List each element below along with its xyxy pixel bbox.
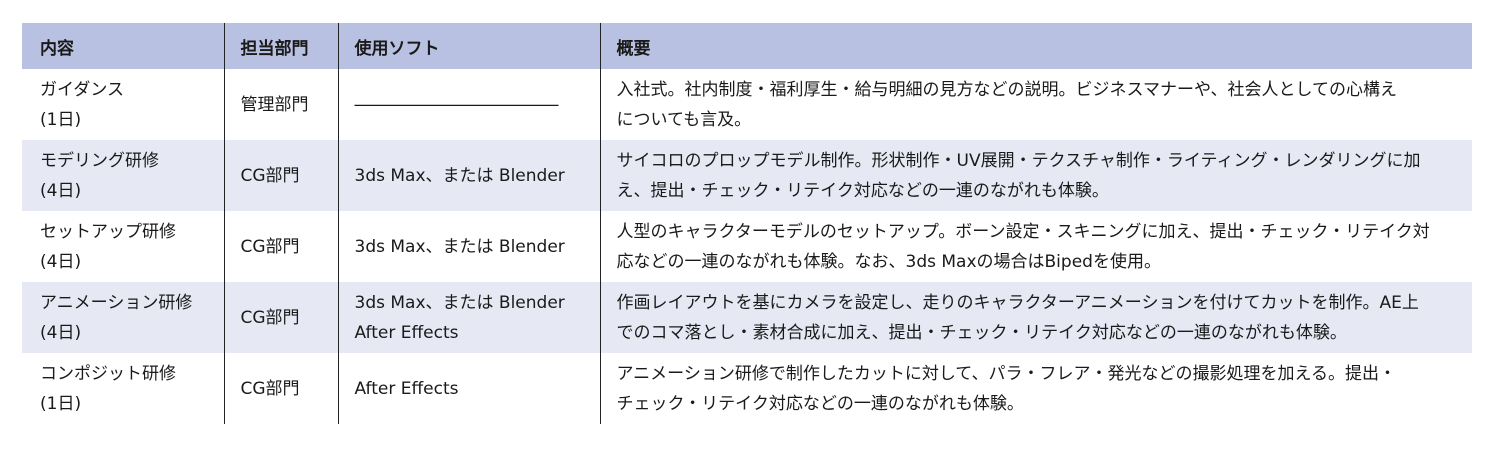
cell-summary: 入社式。社内制度・福利厚生・給与明細の見方などの説明。ビジネスマナーや、社会人と… xyxy=(599,69,1472,140)
summary-text: でのコマ落とし・素材合成に加え、提出・チェック・リテイク対応などの一連のながれも… xyxy=(616,322,1347,343)
cell-dept: CG部門 xyxy=(223,211,338,282)
summary-text: アニメーション研修で制作したカットに対して、パラ・フレア・発光などの撮影処理を加… xyxy=(616,363,1396,384)
summary-text: 人型のキャラクターモデルのセットアップ。ボーン設定・スキニングに加え、提出・チェ… xyxy=(616,221,1430,242)
table-header-row: 内容 担当部門 使用ソフト 概要 xyxy=(22,23,1472,69)
cell-software: 3ds Max、または Blender xyxy=(337,140,600,211)
content-text: (4日) xyxy=(40,322,82,343)
cell-dept: 管理部門 xyxy=(223,69,338,140)
summary-text: サイコロのプロップモデル制作。形状制作・UV展開・テクスチャ制作・ライティング・… xyxy=(616,150,1421,171)
content-text: コンポジット研修 xyxy=(40,363,176,384)
content-text: モデリング研修 xyxy=(40,150,159,171)
dept-text: 管理部門 xyxy=(240,94,309,115)
table-row: セットアップ研修 (4日) CG部門 3ds Max、または Blender 人型のキャ… xyxy=(22,211,1472,282)
cell-software: After Effects xyxy=(337,353,600,424)
summary-text: え、提出・チェック・リテイク対応などの一連のながれも体験。 xyxy=(616,180,1109,201)
cell-summary: サイコロのプロップモデル制作。形状制作・UV展開・テクスチャ制作・ライティング・… xyxy=(599,140,1472,211)
cell-content: セットアップ研修 (4日) xyxy=(22,211,224,282)
cell-content: モデリング研修 (4日) xyxy=(22,140,224,211)
software-text: ―――――――――――― xyxy=(354,94,559,115)
table-row: コンポジット研修 (1日) CG部門 After Effects アニメーション研修で制… xyxy=(22,353,1472,424)
cell-summary: 人型のキャラクターモデルのセットアップ。ボーン設定・スキニングに加え、提出・チェ… xyxy=(599,211,1472,282)
training-table: 内容 担当部門 使用ソフト 概要 ガイダンス (1日) 管理部門 ――――――――――… xyxy=(22,23,1472,424)
content-text: アニメーション研修 xyxy=(40,292,193,313)
summary-text: 入社式。社内制度・福利厚生・給与明細の見方などの説明。ビジネスマナーや、社会人と… xyxy=(616,79,1397,100)
software-text: 3ds Max、または Blender xyxy=(354,292,565,313)
content-text: セットアップ研修 xyxy=(40,221,176,242)
header-content: 内容 xyxy=(22,23,224,69)
header-software: 使用ソフト xyxy=(337,23,600,69)
dept-text: CG部門 xyxy=(240,307,300,328)
cell-content: アニメーション研修 (4日) xyxy=(22,282,224,353)
software-text: 3ds Max、または Blender xyxy=(354,236,565,257)
dept-text: CG部門 xyxy=(240,236,300,257)
content-text: (1日) xyxy=(40,109,82,130)
content-text: (4日) xyxy=(40,180,82,201)
dept-text: CG部門 xyxy=(240,378,300,399)
cell-software: ―――――――――――― xyxy=(337,69,600,140)
table-row: モデリング研修 (4日) CG部門 3ds Max、または Blender サイコロのプ… xyxy=(22,140,1472,211)
content-text: ガイダンス xyxy=(40,79,124,100)
table-row: ガイダンス (1日) 管理部門 ―――――――――――― 入社式。社内制度・福利厚生・給… xyxy=(22,69,1472,140)
summary-text: チェック・リテイク対応などの一連のながれも体験。 xyxy=(616,393,1024,414)
cell-dept: CG部門 xyxy=(223,282,338,353)
summary-text: 応などの一連のながれも体験。なお、3ds Maxの場合はBipedを使用。 xyxy=(616,251,1161,272)
software-text: After Effects xyxy=(354,378,459,399)
cell-summary: アニメーション研修で制作したカットに対して、パラ・フレア・発光などの撮影処理を加… xyxy=(599,353,1472,424)
cell-summary: 作画レイアウトを基にカメラを設定し、走りのキャラクターアニメーションを付けてカッ… xyxy=(599,282,1472,353)
summary-text: についても言及。 xyxy=(616,109,752,130)
content-text: (4日) xyxy=(40,251,82,272)
content-text: (1日) xyxy=(40,393,82,414)
dept-text: CG部門 xyxy=(240,165,300,186)
summary-text: 作画レイアウトを基にカメラを設定し、走りのキャラクターアニメーションを付けてカッ… xyxy=(616,292,1419,313)
software-text: 3ds Max、または Blender xyxy=(354,165,565,186)
cell-content: ガイダンス (1日) xyxy=(22,69,224,140)
header-dept: 担当部門 xyxy=(223,23,338,69)
cell-dept: CG部門 xyxy=(223,353,338,424)
cell-dept: CG部門 xyxy=(223,140,338,211)
header-summary: 概要 xyxy=(599,23,1472,69)
cell-software: 3ds Max、または Blender xyxy=(337,211,600,282)
cell-content: コンポジット研修 (1日) xyxy=(22,353,224,424)
software-text: After Effects xyxy=(354,322,459,343)
